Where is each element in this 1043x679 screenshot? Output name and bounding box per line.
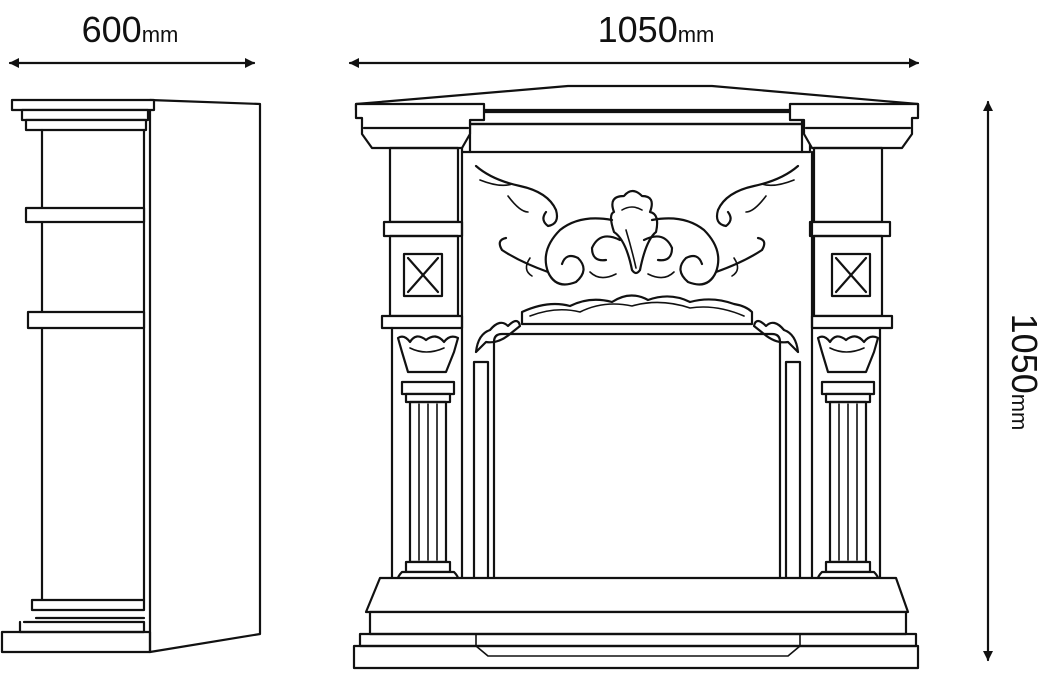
side-cornice-low [24, 118, 148, 132]
shell-motif [609, 189, 659, 275]
right-pilaster-panel [812, 234, 884, 318]
side-band-upper [24, 206, 146, 224]
left-column [395, 335, 462, 602]
hearth-top [364, 576, 910, 614]
depth-dimension: 600mm [8, 9, 256, 68]
base-step [358, 632, 918, 648]
width-dimension: 1050mm [348, 9, 920, 68]
width-unit: mm [678, 22, 715, 47]
right-capital [788, 102, 920, 150]
right-inner-post [784, 360, 802, 590]
height-dimension: 1050mm [983, 100, 1043, 662]
side-view [0, 98, 262, 654]
height-unit: mm [1007, 394, 1032, 431]
left-capital [354, 102, 486, 150]
svg-text:1050mm: 1050mm [1004, 314, 1043, 431]
side-band-lower [26, 310, 146, 330]
depth-value: 600 [82, 9, 142, 50]
right-column-capital [816, 335, 880, 374]
side-body [148, 98, 262, 654]
right-column [814, 335, 881, 602]
left-column-capital [396, 335, 460, 374]
arch-drape [520, 294, 754, 326]
frieze-ornament [474, 164, 800, 286]
side-cornice-top [10, 98, 156, 112]
left-inner-post [472, 360, 490, 590]
left-pilaster-upper [388, 146, 460, 224]
svg-text:1050mm: 1050mm [598, 9, 715, 50]
front-view [352, 84, 920, 670]
side-cornice-mid [20, 108, 150, 122]
base-plinth [352, 644, 920, 670]
height-value: 1050 [1004, 314, 1043, 394]
svg-text:600mm: 600mm [82, 9, 179, 50]
right-corner-flourish [752, 319, 800, 354]
side-base-plinth [0, 630, 152, 654]
right-pilaster-upper [812, 146, 884, 224]
side-base-ring [30, 598, 146, 612]
left-cross-panel [402, 252, 444, 298]
right-cross-panel [830, 252, 872, 298]
depth-unit: mm [142, 22, 179, 47]
mantel-frieze-band [468, 110, 804, 126]
width-value: 1050 [598, 9, 678, 50]
left-corner-flourish [474, 319, 522, 354]
firebox-opening [492, 332, 782, 590]
hearth-front [368, 610, 908, 636]
